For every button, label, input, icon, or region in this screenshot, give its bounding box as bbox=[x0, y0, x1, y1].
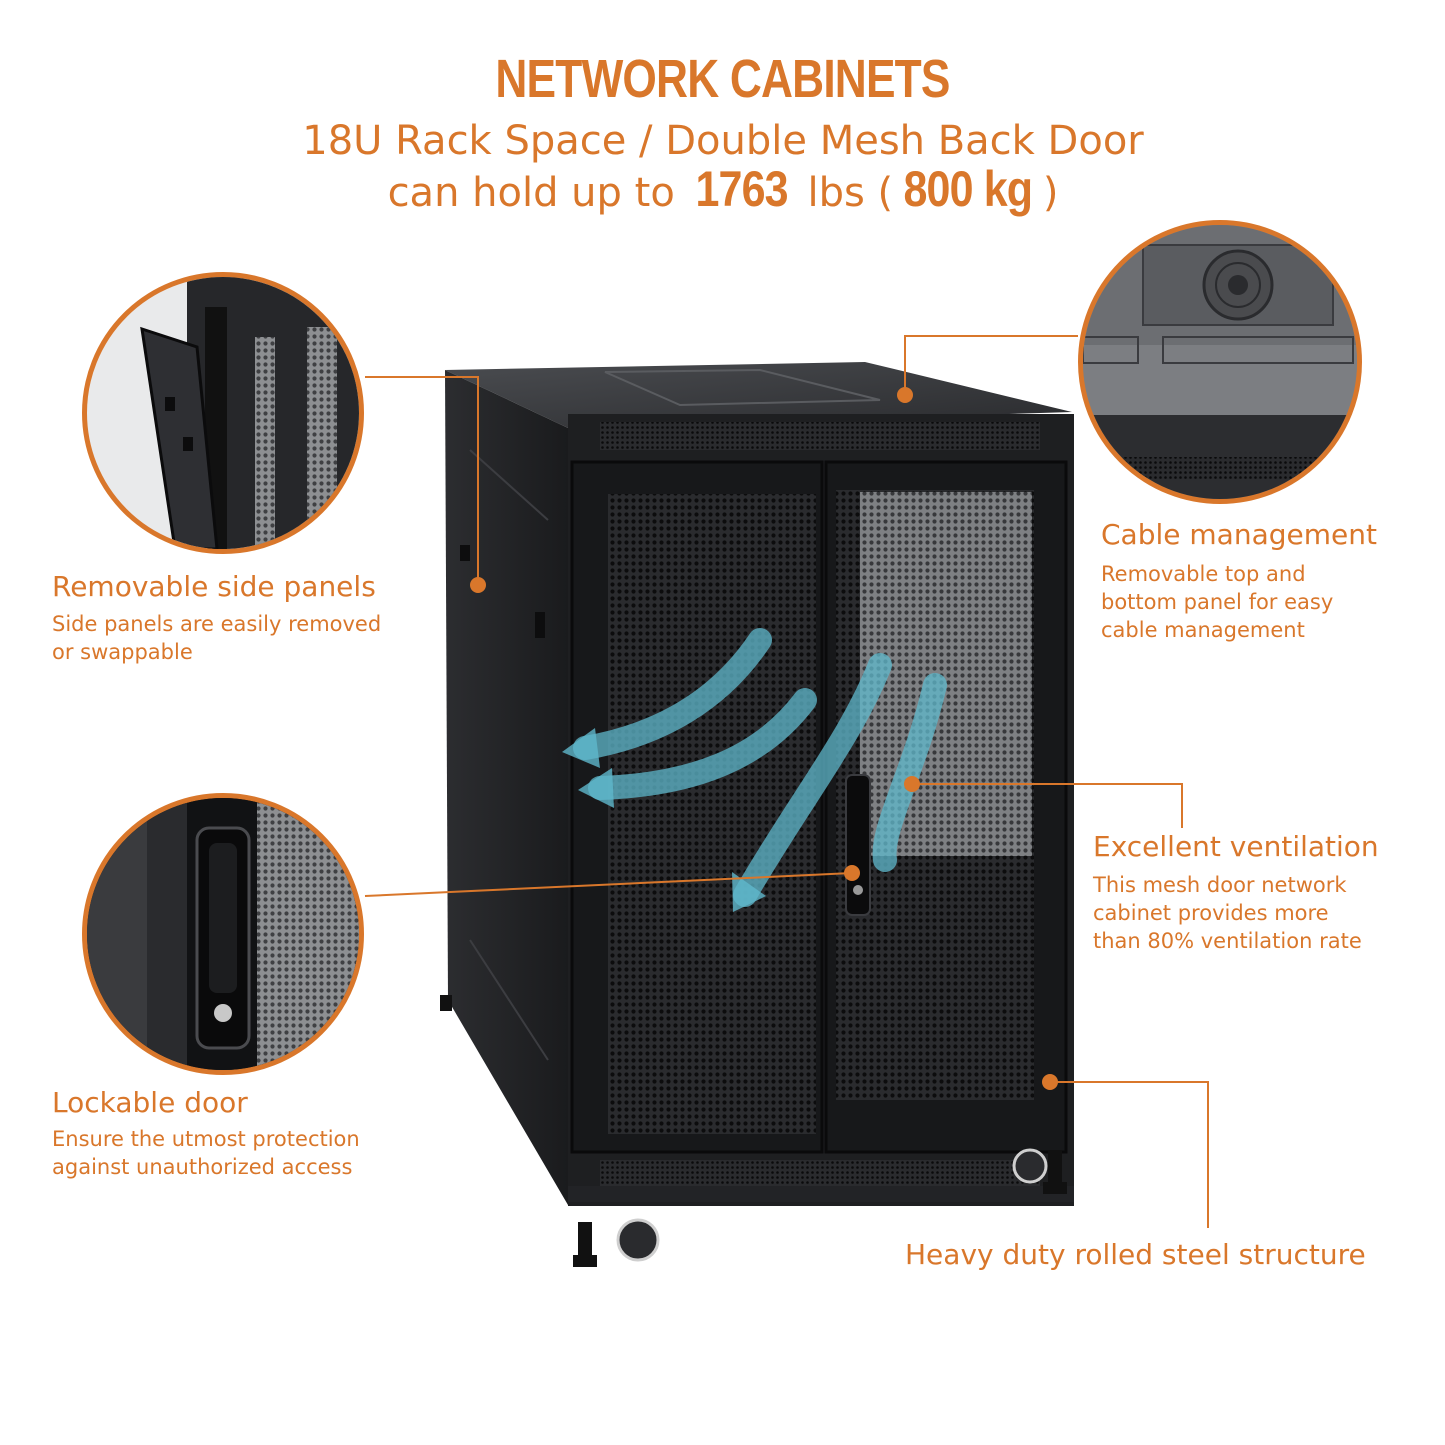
feature-ventilation-title: Excellent ventilation bbox=[1093, 830, 1379, 863]
feature-side-panels-desc-1: Side panels are easily removed bbox=[52, 612, 382, 636]
cabinet-top bbox=[445, 362, 1072, 428]
side-panel-detail-circle bbox=[82, 272, 364, 554]
feature-ventilation-desc-1: This mesh door network bbox=[1093, 873, 1347, 897]
capacity-prefix: can hold up to bbox=[387, 170, 688, 216]
top-panel-detail-circle bbox=[1078, 220, 1362, 504]
feature-lock-title: Lockable door bbox=[52, 1086, 248, 1119]
capacity-suffix: ) bbox=[1042, 170, 1059, 216]
subtitle-line-1: 18U Rack Space / Double Mesh Back Door bbox=[302, 118, 1144, 164]
feature-cable-desc-3: cable management bbox=[1101, 618, 1305, 642]
subtitle-line-2: can hold up to 1763 lbs (800 kg) bbox=[0, 160, 1445, 218]
page-title: NETWORK CABINETS bbox=[495, 49, 950, 109]
feature-structure-title: Heavy duty rolled steel structure bbox=[905, 1238, 1366, 1271]
callout-lines bbox=[364, 335, 1209, 1228]
airflow-arrows bbox=[573, 628, 947, 907]
callout-dots bbox=[470, 387, 1058, 1090]
side-panel-detail-image bbox=[140, 277, 359, 549]
capacity-lbs-unit: lbs ( bbox=[794, 170, 894, 216]
feature-side-panels-desc-2: or swappable bbox=[52, 640, 193, 664]
feature-cable-desc-1: Removable top and bbox=[1101, 562, 1306, 586]
capacity-lbs: 1763 bbox=[695, 161, 788, 217]
lock-detail-circle bbox=[82, 793, 364, 1075]
top-panel-detail bbox=[604, 368, 881, 407]
feature-lock-desc-2: against unauthorized access bbox=[52, 1155, 353, 1179]
keyhole-icon bbox=[214, 1004, 232, 1022]
top-panel-detail-image bbox=[1083, 225, 1357, 499]
capacity-kg: 800 kg bbox=[903, 161, 1034, 217]
feature-cable-title: Cable management bbox=[1101, 518, 1377, 551]
cabinet-side-panel bbox=[445, 370, 568, 1205]
feature-ventilation-desc-2: cabinet provides more bbox=[1093, 901, 1329, 925]
feature-side-panels-title: Removable side panels bbox=[52, 570, 376, 603]
feature-ventilation-desc-3: than 80% ventilation rate bbox=[1093, 929, 1362, 953]
feature-cable-desc-2: bottom panel for easy bbox=[1101, 590, 1334, 614]
feature-lock-desc-1: Ensure the utmost protection bbox=[52, 1127, 360, 1151]
lock-detail-image bbox=[87, 798, 359, 1070]
